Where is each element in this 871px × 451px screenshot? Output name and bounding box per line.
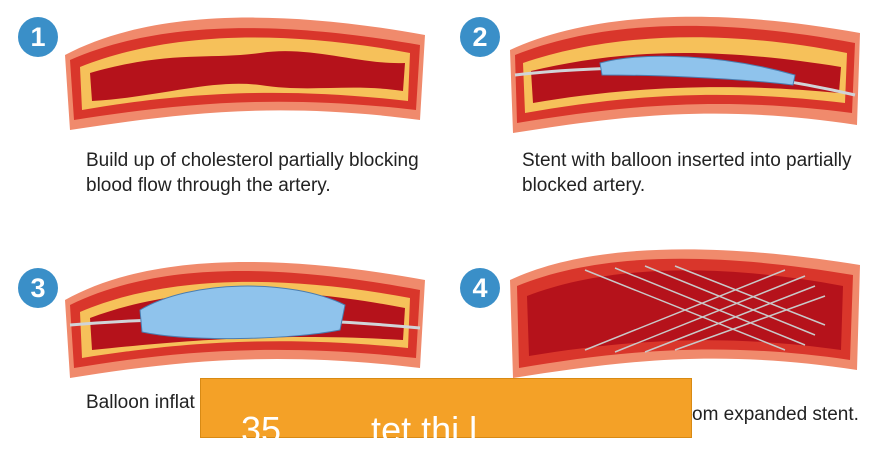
overlay-banner-text: 35 . . . . tet thi l . . . [241, 409, 537, 451]
step-1-caption-line-1: Build up of cholesterol partially blocki… [86, 148, 419, 173]
artery-blocked-illustration [60, 5, 430, 135]
step-4-badge: 4 [460, 268, 500, 308]
step-4-caption-line-1: om expanded stent. [692, 402, 859, 427]
step-3-caption-line-1: Balloon inflat [86, 390, 195, 415]
step-2-badge: 2 [460, 17, 500, 57]
artery-expanded-stent-illustration [505, 240, 865, 380]
step-1-caption-line-2: blood flow through the artery. [86, 173, 331, 198]
overlay-banner: 35 . . . . tet thi l . . . [200, 378, 692, 438]
step-1-badge: 1 [18, 17, 58, 57]
step-3-badge: 3 [18, 268, 58, 308]
artery-balloon-inflated-illustration [60, 250, 430, 380]
artery-stent-inserted-illustration [505, 5, 865, 135]
step-2-caption-line-1: Stent with balloon inserted into partial… [522, 148, 852, 173]
step-2-caption-line-2: blocked artery. [522, 173, 645, 198]
